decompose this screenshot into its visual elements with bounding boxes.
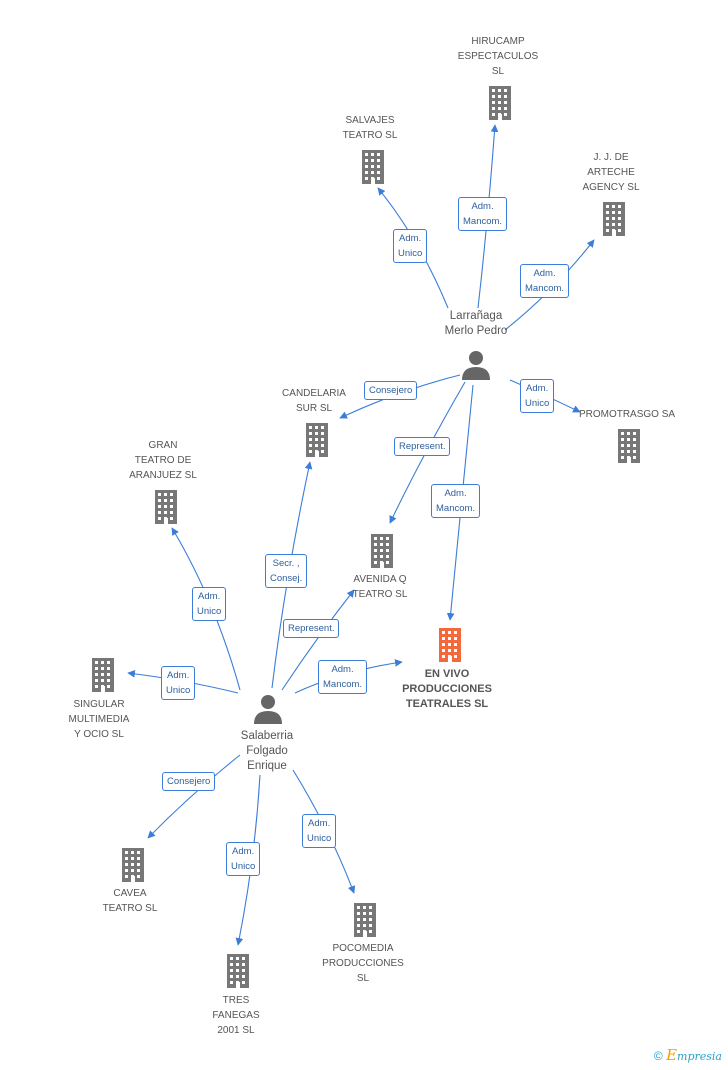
company-label-tres-fanegas[interactable]: TRES FANEGAS 2001 SL bbox=[212, 995, 260, 1036]
edge-label: Adm. Unico bbox=[192, 587, 227, 621]
building-icon-salvajes[interactable] bbox=[358, 150, 388, 184]
edge-label: Adm. Mancom. bbox=[431, 484, 481, 518]
edge-label: Adm. Mancom. bbox=[318, 660, 368, 694]
copyright-symbol: © bbox=[653, 1049, 663, 1063]
person-icon[interactable] bbox=[461, 350, 491, 380]
edge-label: Consejero bbox=[162, 772, 216, 791]
building-icon-jjarteche[interactable] bbox=[599, 202, 629, 236]
company-label-candelaria[interactable]: CANDELARIA SUR SL bbox=[282, 388, 346, 414]
edge-label: Adm. Unico bbox=[161, 666, 196, 700]
company-label-hirucamp[interactable]: HIRUCAMP ESPECTACULOS SL bbox=[457, 36, 539, 77]
building-icon-en-vivo[interactable] bbox=[435, 628, 465, 662]
edge-label: Adm. Unico bbox=[302, 814, 337, 848]
company-label-pocomedia[interactable]: POCOMEDIA PRODUCCIONES SL bbox=[322, 943, 404, 984]
company-label-singular[interactable]: SINGULAR MULTIMEDIA Y OCIO SL bbox=[68, 699, 130, 740]
company-label-cavea[interactable]: CAVEA TEATRO SL bbox=[102, 888, 158, 914]
building-icon-pocomedia[interactable] bbox=[350, 903, 380, 937]
edge-label: Adm. Mancom. bbox=[458, 197, 508, 231]
building-icon-promotrasgo[interactable] bbox=[614, 429, 644, 463]
edge-label: Adm. Unico bbox=[393, 229, 428, 263]
edge-label: Adm. Unico bbox=[226, 842, 261, 876]
edge-label: Adm. Unico bbox=[520, 379, 555, 413]
building-icon-singular[interactable] bbox=[88, 658, 118, 692]
company-label-salvajes[interactable]: SALVAJES TEATRO SL bbox=[342, 115, 398, 141]
building-icon-hirucamp[interactable] bbox=[485, 86, 515, 120]
edge-larranaga-avenida bbox=[389, 381, 466, 524]
brand-name: mpresia bbox=[677, 1050, 722, 1063]
company-label-avenida-q[interactable]: AVENIDA Q TEATRO SL bbox=[352, 574, 408, 600]
empresia-watermark: © Empresia bbox=[654, 1046, 722, 1064]
building-icon-candelaria[interactable] bbox=[302, 423, 332, 457]
company-label-promotrasgo[interactable]: PROMOTRASGO SA bbox=[578, 409, 676, 420]
person-label-salaberria[interactable]: Salaberria Folgado Enrique bbox=[240, 730, 294, 772]
person-icon[interactable] bbox=[253, 694, 283, 724]
edge-label: Represent. bbox=[283, 619, 340, 638]
building-icon-cavea[interactable] bbox=[118, 848, 148, 882]
brand-initial: E bbox=[666, 1046, 678, 1064]
edge-label: Secr. , Consej. bbox=[265, 554, 308, 588]
building-icon-avenida-q[interactable] bbox=[367, 534, 397, 568]
edge-label: Consejero bbox=[364, 381, 418, 400]
edge-salaberria-cavea bbox=[147, 754, 241, 839]
person-label-larranaga[interactable]: Larrañaga Merlo Pedro bbox=[444, 310, 508, 337]
company-label-gran-teatro[interactable]: GRAN TEATRO DE ARANJUEZ SL bbox=[129, 440, 197, 481]
company-label-jjarteche[interactable]: J. J. DE ARTECHE AGENCY SL bbox=[582, 152, 640, 193]
company-label-en-vivo[interactable]: EN VIVO PRODUCCIONES TEATRALES SL bbox=[402, 668, 492, 710]
edge-label: Represent. bbox=[394, 437, 451, 456]
edge-label: Adm. Mancom. bbox=[520, 264, 570, 298]
building-icon-gran-teatro[interactable] bbox=[151, 490, 181, 524]
building-icon-tres-fanegas[interactable] bbox=[223, 954, 253, 988]
edge-salaberria-avenida bbox=[281, 589, 355, 691]
